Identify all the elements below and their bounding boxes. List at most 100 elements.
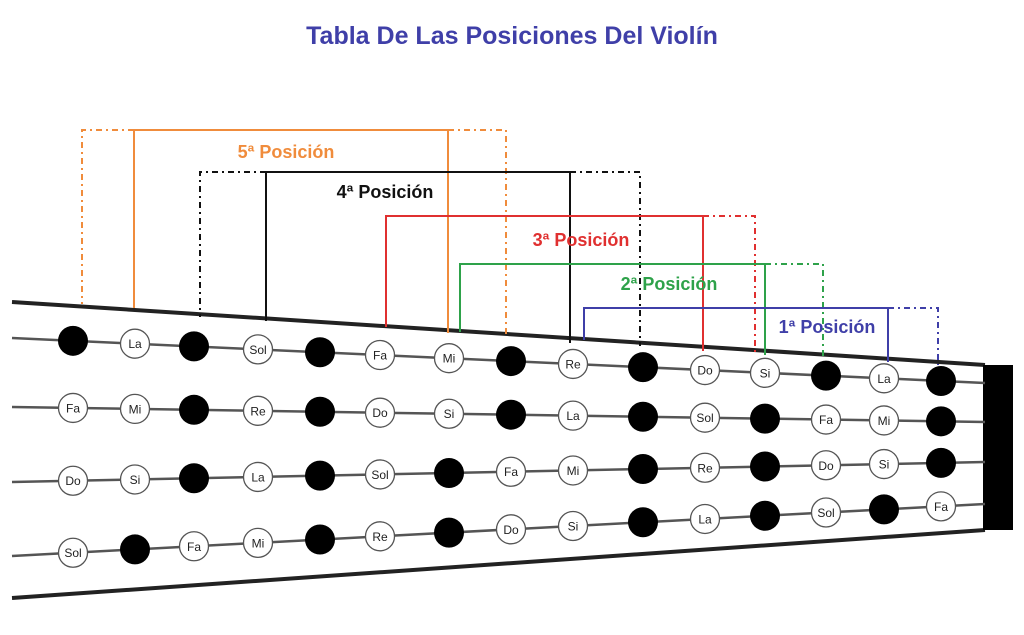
filled-note-dot (179, 394, 209, 425)
note-label: Fa (819, 413, 833, 427)
fingerboard-bottom-edge (11, 528, 986, 600)
note-label: Do (372, 406, 388, 420)
note-circle: Fa (57, 392, 89, 424)
note-circle: La (119, 328, 151, 359)
position-bracket-5: 5ª Posición (81, 129, 507, 336)
position-bracket-4: 4ª Posición (199, 171, 641, 346)
position-bracket-2: 2ª Posición (459, 263, 824, 358)
note-circle: Do (689, 354, 721, 386)
filled-note-dot (628, 401, 658, 432)
note-circle: La (557, 400, 589, 431)
filled-note-dot (179, 331, 209, 362)
note-label: Fa (373, 349, 387, 363)
note-label: Fa (187, 540, 201, 554)
filled-note-dot (811, 360, 841, 391)
note-circle: Re (689, 452, 721, 483)
note-label: Mi (878, 414, 891, 428)
note-label: La (877, 372, 891, 386)
note-circle: La (242, 461, 274, 493)
filled-note-dot (305, 396, 335, 427)
note-circle: Re (364, 521, 396, 552)
note-label: Sol (371, 468, 388, 482)
filled-note-dot (496, 346, 526, 377)
filled-note-dot (926, 447, 956, 478)
note-label: Do (818, 459, 834, 473)
note-label: Do (65, 474, 81, 488)
filled-note-dot (179, 463, 209, 494)
position-label: 5ª Posición (238, 142, 335, 162)
note-label: Do (503, 523, 519, 537)
note-circle: Re (557, 348, 589, 380)
note-label: Sol (64, 546, 81, 560)
filled-note-dot (750, 451, 780, 482)
filled-note-dot (58, 325, 88, 356)
filled-note-dot (434, 458, 464, 489)
position-label: 1ª Posición (779, 317, 876, 337)
note-circle: Fa (364, 339, 396, 371)
note-label: Sol (817, 506, 834, 520)
note-circle: Mi (242, 527, 274, 559)
position-label: 4ª Posición (337, 182, 434, 202)
filled-note-dot (628, 507, 658, 538)
note-circle: Do (57, 465, 89, 496)
nut (983, 365, 1013, 530)
filled-note-dot (305, 524, 335, 555)
note-circle: Sol (242, 334, 274, 365)
position-label: 2ª Posición (621, 274, 718, 294)
filled-note-dot (628, 352, 658, 383)
filled-note-dot (926, 365, 956, 396)
note-circle: Si (868, 448, 900, 480)
filled-note-dot (926, 406, 956, 437)
note-label: Fa (934, 500, 948, 514)
note-circle: Mi (119, 393, 151, 425)
note-label: La (698, 512, 712, 526)
filled-note-dot (869, 494, 899, 525)
note-circle: Fa (178, 531, 210, 562)
note-label: Re (565, 357, 581, 371)
note-label: Do (697, 364, 713, 378)
note-label: Sol (249, 343, 266, 357)
note-circle: Re (242, 395, 274, 426)
note-circle: Si (749, 357, 781, 388)
note-circle: Sol (689, 402, 721, 433)
note-circle: La (868, 363, 900, 394)
note-circle: Do (810, 450, 842, 481)
note-label: Si (760, 366, 771, 380)
note-circle: Mi (557, 455, 589, 486)
note-circle: Fa (810, 404, 842, 435)
note-circle: Sol (810, 497, 842, 528)
filled-note-dot (750, 403, 780, 434)
note-label: Mi (252, 536, 265, 550)
note-label: Re (697, 461, 713, 475)
note-label: Mi (567, 464, 580, 478)
filled-note-dot (120, 534, 150, 565)
page-title: Tabla De Las Posiciones Del Violín (306, 22, 718, 50)
note-circle: Sol (57, 537, 89, 568)
note-circle: Si (119, 464, 151, 495)
note-label: Si (130, 473, 141, 487)
note-circle: Sol (364, 459, 396, 490)
note-label: La (128, 337, 142, 351)
note-label: Fa (66, 401, 80, 415)
filled-note-dot (305, 460, 335, 491)
position-label: 3ª Posición (533, 230, 630, 250)
filled-note-dot (305, 337, 335, 368)
note-label: Fa (504, 465, 518, 479)
note-label: Si (444, 407, 455, 421)
filled-note-dot (750, 500, 780, 531)
filled-note-dot (628, 454, 658, 485)
note-circle: La (689, 503, 721, 535)
note-label: Si (879, 458, 890, 472)
note-label: Sol (696, 411, 713, 425)
note-label: Re (372, 530, 388, 544)
note-circle: Do (495, 514, 527, 545)
note-label: Mi (129, 402, 142, 416)
note-circle: Si (557, 510, 589, 542)
position-bracket-1: 1ª Posición (583, 307, 939, 365)
note-circle: Fa (925, 491, 957, 522)
filled-note-dot (496, 399, 526, 430)
note-circle: Mi (433, 343, 465, 374)
